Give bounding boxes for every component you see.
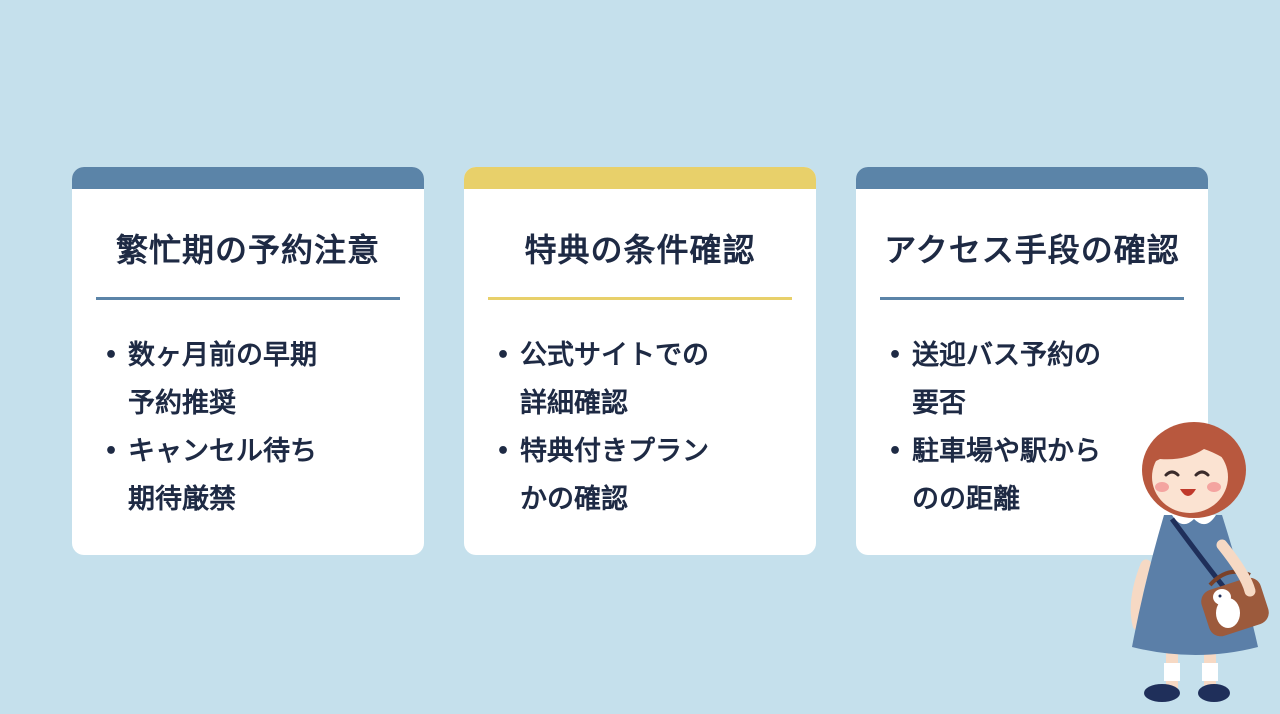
card-title: 繁忙期の予約注意	[115, 231, 380, 269]
list-item-line1: 駐車場や駅から	[912, 436, 1101, 467]
list-item: • キャンセル待ち 期待厳禁	[102, 428, 414, 524]
card-accent-bar	[464, 167, 816, 189]
list-item: • 公式サイトでの 詳細確認	[494, 332, 806, 428]
bullet-icon: •	[104, 343, 119, 368]
girl-with-bag-icon	[1130, 422, 1269, 702]
bullet-icon: •	[496, 439, 511, 464]
card-access-method: アクセス手段の確認 • 送迎バス予約の 要否 • 駐車場や駅から のの距離	[856, 167, 1208, 555]
card-divider	[880, 297, 1184, 300]
list-item: • 数ヶ月前の早期 予約推奨	[102, 332, 414, 428]
list-item-line1: 公式サイトでの	[520, 340, 709, 371]
bullet-icon: •	[104, 439, 119, 464]
list-item-line2: のの距離	[912, 484, 1020, 515]
list-item-line2: 詳細確認	[520, 388, 628, 419]
card-benefit-conditions: 特典の条件確認 • 公式サイトでの 詳細確認 • 特典付きプラン かの確認	[464, 167, 816, 555]
card-divider	[96, 297, 400, 300]
card-accent-bar	[856, 167, 1208, 189]
card-list: • 送迎バス予約の 要否 • 駐車場や駅から のの距離	[886, 332, 1198, 524]
bullet-icon: •	[496, 343, 511, 368]
list-item-line1: キャンセル待ち	[128, 436, 317, 467]
card-list: • 公式サイトでの 詳細確認 • 特典付きプラン かの確認	[494, 332, 806, 524]
card-title: アクセス手段の確認	[884, 231, 1180, 269]
list-item-line1: 特典付きプラン	[520, 436, 709, 467]
list-item: • 駐車場や駅から のの距離	[886, 428, 1198, 524]
bullet-icon: •	[888, 439, 903, 464]
card-accent-bar	[72, 167, 424, 189]
list-item: • 特典付きプラン かの確認	[494, 428, 806, 524]
card-list: • 数ヶ月前の早期 予約推奨 • キャンセル待ち 期待厳禁	[102, 332, 414, 524]
card-divider	[488, 297, 792, 300]
list-item-line2: 期待厳禁	[128, 484, 236, 515]
list-item: • 送迎バス予約の 要否	[886, 332, 1198, 428]
card-title: 特典の条件確認	[524, 231, 756, 269]
card-busy-season: 繁忙期の予約注意 • 数ヶ月前の早期 予約推奨 • キャンセル待ち 期待厳禁	[72, 167, 424, 555]
list-item-line1: 数ヶ月前の早期	[128, 340, 317, 371]
list-item-line2: かの確認	[520, 484, 628, 515]
bullet-icon: •	[888, 343, 903, 368]
list-item-line2: 予約推奨	[128, 388, 236, 419]
list-item-line2: 要否	[912, 388, 966, 419]
list-item-line1: 送迎バス予約の	[912, 340, 1101, 371]
